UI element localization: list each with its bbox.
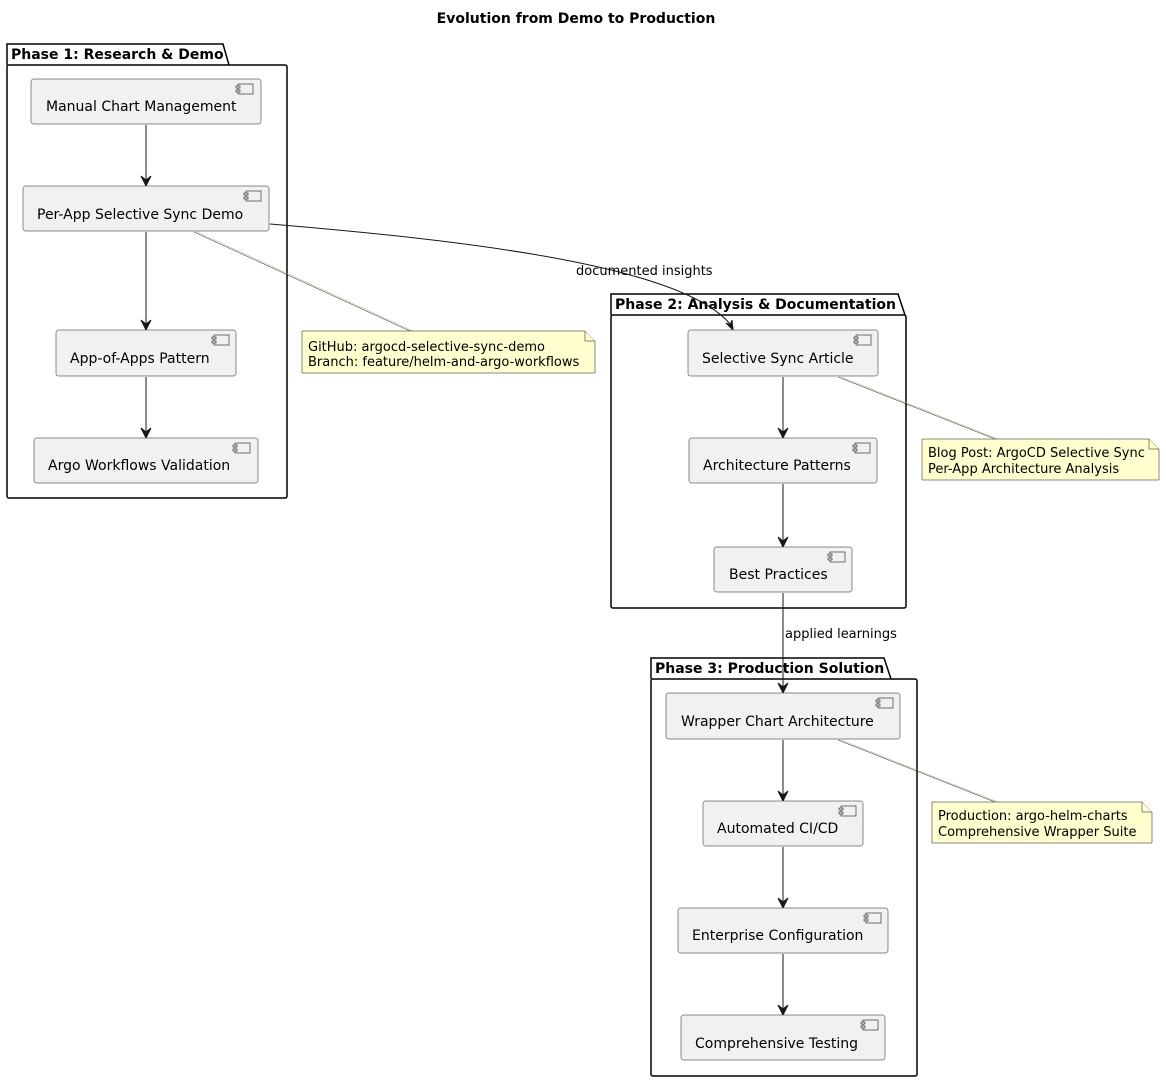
component-icon (211, 334, 230, 346)
component-icon (232, 442, 251, 454)
edge-applied-learnings: applied learnings (777, 593, 897, 695)
component-enterprise-configuration[interactable]: Enterprise Configuration (677, 907, 889, 954)
arrowhead-demo-to-app-of-apps (140, 319, 152, 332)
component-label: Automated CI/CD (717, 821, 838, 837)
note-link-production-shadow (840, 739, 999, 803)
component-box[interactable] (713, 546, 853, 593)
package-phase-2-frame (610, 314, 907, 609)
note-github: GitHub: argocd-selective-sync-demo Branc… (301, 330, 596, 374)
note-link-production (837, 739, 996, 803)
package-phase-1-label: Phase 1: Research & Demo (11, 47, 224, 63)
component-manual-chart-management[interactable]: Manual Chart Management (30, 78, 262, 125)
component-label: Enterprise Configuration (692, 928, 863, 944)
arrowhead-patterns-to-best-practices (777, 536, 789, 549)
arrowhead-manual-to-demo (140, 175, 152, 188)
component-wrapper-chart-architecture[interactable]: Wrapper Chart Architecture (665, 692, 901, 740)
component-label: Per-App Selective Sync Demo (37, 207, 243, 223)
component-comprehensive-testing[interactable]: Comprehensive Testing (680, 1014, 886, 1061)
note-link-blog-shadow (840, 376, 999, 440)
note-line-2: Branch: feature/helm-and-argo-workflows (308, 355, 579, 370)
note-fold (1148, 439, 1159, 450)
component-architecture-patterns[interactable]: Architecture Patterns (688, 437, 878, 484)
package-phase-3: Phase 3: Production Solution (650, 657, 918, 1077)
diagram-title: Evolution from Demo to Production (437, 11, 716, 27)
edge-demo-to-article (269, 223, 734, 329)
note-box (931, 801, 1153, 844)
note-production: Production: argo-helm-charts Comprehensi… (931, 801, 1153, 844)
note-box (921, 438, 1160, 481)
component-box[interactable] (680, 1014, 886, 1061)
edges-phase-2 (777, 377, 789, 549)
note-link-blog (837, 376, 996, 440)
package-phase-2-label: Phase 2: Analysis & Documentation (615, 297, 896, 313)
component-label: Selective Sync Article (702, 351, 854, 367)
component-box[interactable] (702, 800, 864, 847)
component-icon (875, 697, 894, 709)
arrowhead-article-to-patterns (777, 427, 789, 440)
component-per-app-selective-sync-demo[interactable]: Per-App Selective Sync Demo (22, 185, 270, 232)
component-box[interactable] (30, 78, 262, 125)
package-phase-1-tab (6, 43, 230, 66)
component-box[interactable] (688, 437, 878, 484)
note-links (193, 231, 999, 803)
note-link-github (193, 231, 411, 332)
arrowhead-cicd-to-enterprise (777, 897, 789, 910)
edges-phase-3 (777, 740, 789, 1017)
edge-documented-insights: documented insights (269, 223, 734, 332)
component-box[interactable] (687, 329, 879, 377)
edge-label-applied-learnings: applied learnings (785, 627, 897, 642)
package-phase-3-label: Phase 3: Production Solution (655, 661, 884, 677)
component-app-of-apps-pattern[interactable]: App-of-Apps Pattern (55, 329, 237, 377)
package-phase-1-frame (6, 64, 288, 499)
component-box[interactable] (55, 329, 237, 377)
component-icon (243, 190, 262, 202)
component-icon (838, 805, 857, 817)
package-phase-2: Phase 2: Analysis & Documentation (610, 293, 907, 609)
arrowhead-wrapper-to-cicd (777, 790, 789, 803)
note-link-github-shadow (196, 231, 414, 332)
note-fold (1141, 802, 1152, 813)
component-icon (853, 334, 872, 346)
arrowhead-app-of-apps-to-workflows (140, 427, 152, 440)
component-selective-sync-article[interactable]: Selective Sync Article (687, 329, 879, 377)
component-label: Architecture Patterns (703, 458, 851, 474)
component-label: Wrapper Chart Architecture (681, 714, 874, 730)
component-box[interactable] (22, 185, 270, 232)
note-blog: Blog Post: ArgoCD Selective Sync Per-App… (921, 438, 1160, 481)
note-line-1: Blog Post: ArgoCD Selective Sync (928, 446, 1145, 461)
component-box[interactable] (33, 437, 259, 484)
package-phase-3-frame (650, 678, 918, 1077)
component-argo-workflows-validation[interactable]: Argo Workflows Validation (33, 437, 259, 484)
component-icon (827, 551, 846, 563)
package-phase-3-tab (650, 657, 892, 680)
component-label: Best Practices (729, 567, 828, 583)
edges-phase-1 (140, 125, 152, 440)
component-icon (235, 83, 254, 95)
note-box (301, 330, 596, 374)
note-line-1: Production: argo-helm-charts (938, 809, 1128, 824)
note-line-1: GitHub: argocd-selective-sync-demo (308, 340, 545, 355)
component-box[interactable] (665, 692, 901, 740)
component-automated-ci-cd[interactable]: Automated CI/CD (702, 800, 864, 847)
arrowhead-enterprise-to-testing (777, 1004, 789, 1017)
note-line-2: Per-App Architecture Analysis (928, 462, 1119, 477)
component-box[interactable] (677, 907, 889, 954)
arrowhead-demo-to-article (725, 319, 734, 332)
component-icon (860, 1019, 879, 1031)
package-phase-2-tab (610, 293, 906, 316)
component-label: App-of-Apps Pattern (70, 351, 210, 367)
note-fold (584, 331, 595, 342)
component-icon (852, 442, 871, 454)
component-best-practices[interactable]: Best Practices (713, 546, 853, 593)
component-label: Argo Workflows Validation (48, 458, 230, 474)
edge-label-documented-insights: documented insights (576, 264, 713, 279)
component-label: Manual Chart Management (46, 99, 237, 115)
component-icon (863, 912, 882, 924)
note-line-2: Comprehensive Wrapper Suite (938, 825, 1136, 840)
arrowhead-best-practices-to-wrapper (777, 682, 789, 695)
package-phase-1: Phase 1: Research & Demo (6, 43, 288, 499)
component-label: Comprehensive Testing (695, 1036, 858, 1052)
